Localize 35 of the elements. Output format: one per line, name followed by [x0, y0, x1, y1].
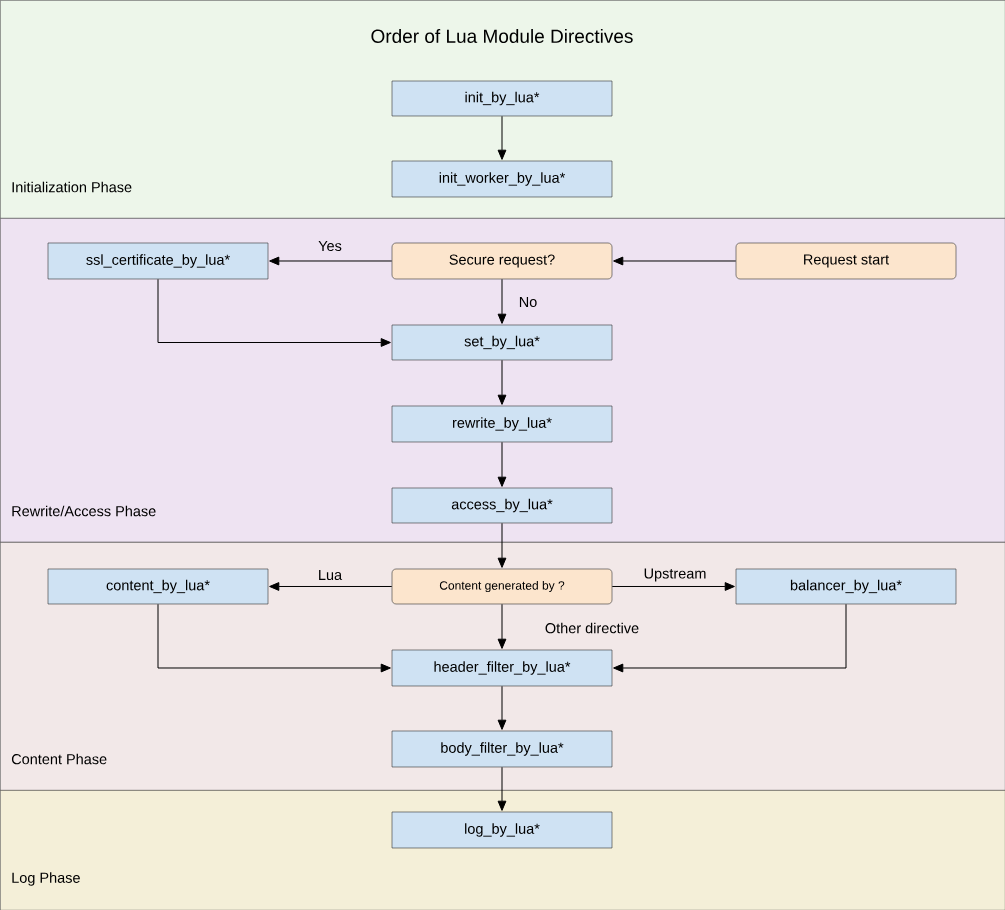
- process-box: header_filter_by_lua*: [391, 649, 613, 687]
- arrow: [611, 582, 735, 591]
- arrow: [269, 256, 393, 266]
- arrow: [497, 685, 507, 730]
- edge-label: Yes: [318, 240, 342, 252]
- arrow: [497, 603, 507, 649]
- edge-label: Lua: [319, 569, 343, 581]
- edge-label: Other directive: [545, 622, 639, 634]
- arrow: [497, 441, 507, 487]
- arrow: [497, 522, 507, 568]
- process-box: body_filter_by_lua*: [391, 730, 613, 768]
- arrow: [613, 603, 847, 673]
- title: Order of Lua Module Directives: [371, 29, 633, 43]
- arrow: [497, 766, 507, 811]
- edge-label: No: [519, 296, 537, 308]
- arrow: [613, 256, 737, 266]
- arrow: [157, 278, 391, 347]
- process-box: init_by_lua*: [391, 80, 613, 117]
- process-box: set_by_lua*: [391, 324, 613, 361]
- arrow: [157, 603, 391, 673]
- decision-box: Secure request?: [391, 242, 613, 280]
- process-box: content_by_lua*: [47, 568, 269, 605]
- decision-box: Request start: [735, 242, 957, 280]
- decision-box: Content generated by ?: [391, 568, 613, 605]
- process-box: access_by_lua*: [391, 487, 613, 524]
- arrow: [269, 582, 393, 591]
- arrow: [497, 115, 507, 160]
- process-box: ssl_certificate_by_lua*: [47, 242, 269, 280]
- process-box: rewrite_by_lua*: [391, 405, 613, 443]
- process-box: log_by_lua*: [391, 811, 613, 849]
- edge-label: Upstream: [644, 568, 706, 582]
- arrow: [497, 278, 507, 324]
- process-box: balancer_by_lua*: [735, 568, 957, 605]
- process-box: init_worker_by_lua*: [391, 160, 613, 198]
- arrow: [497, 359, 507, 405]
